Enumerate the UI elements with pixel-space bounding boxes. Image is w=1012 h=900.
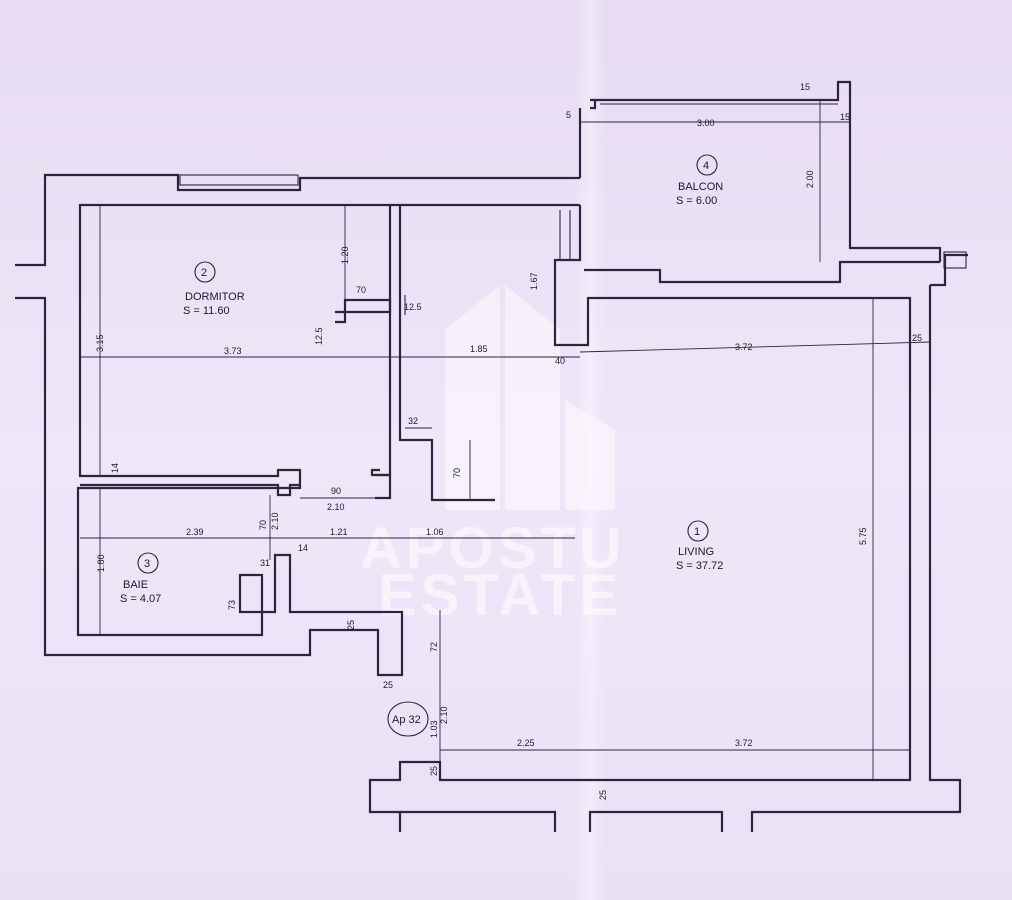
walls — [15, 80, 968, 832]
dim-baie-31: 31 — [260, 558, 270, 568]
dim-entry-72: 72 — [429, 642, 439, 652]
dim-entry-103: 1.03 — [429, 720, 439, 738]
dim-baie-73: 73 — [227, 600, 237, 610]
dim-entry-25-a: 25 — [346, 620, 356, 630]
dim-dormitor-upper: 1.20 — [340, 246, 350, 264]
watermark-building-icon — [445, 285, 615, 510]
dim-baie-height: 1.80 — [96, 554, 106, 572]
dim-balcon-width: 3.00 — [697, 118, 715, 128]
dim-entry-25-b: 25 — [383, 680, 393, 690]
dim-bottom-25-b: 25 — [598, 790, 608, 800]
dim-hall-offset: 40 — [555, 356, 565, 366]
apartment-label-text: Ap 32 — [392, 714, 421, 726]
room-number: 3 — [144, 558, 150, 570]
dim-door-width-90: 90 — [331, 486, 341, 496]
dimension-lines — [80, 100, 931, 780]
dim-balcon-depth: 2.00 — [805, 170, 815, 188]
watermark-line2: ESTATE — [378, 563, 622, 628]
room-number-circle — [137, 552, 159, 574]
dim-living-wall-right: 25 — [912, 333, 922, 343]
dim-partition-32: 32 — [408, 416, 418, 426]
room-area: S = 11.60 — [183, 305, 230, 317]
room-number: 4 — [703, 160, 709, 172]
dim-bottom-25-a: 25 — [429, 766, 439, 776]
apartment-label: Ap 32 — [387, 701, 429, 737]
room-baie: 3 BAIE S = 4.07 — [120, 552, 161, 605]
dim-niche-width: 70 — [356, 285, 366, 295]
dim-dormitor-height: 3.15 — [95, 334, 105, 352]
dim-hall-width: 1.85 — [470, 344, 488, 354]
room-balcon: 4 BALCON S = 6.00 — [676, 154, 723, 207]
watermark: APOSTU ESTATE — [360, 285, 626, 628]
dim-baie-width: 2.39 — [186, 527, 204, 537]
room-number-circle — [194, 261, 216, 283]
dim-living-width-top: 3.72 — [735, 342, 753, 352]
dimension-labels: 3.00 15 15 5 2.00 3.73 3.15 1.20 70 12.5… — [95, 82, 922, 800]
dim-wall-14-a: 14 — [110, 463, 120, 473]
dim-balcon-wall-right: 15 — [840, 112, 850, 122]
dim-corridor-121: 1.21 — [330, 527, 348, 537]
dim-corridor-106: 1.06 — [426, 527, 444, 537]
room-name: LIVING — [678, 546, 714, 558]
dim-niche-depth-b: 12.5 — [314, 327, 324, 345]
dim-dormitor-width: 3.73 — [224, 346, 242, 356]
room-number: 1 — [694, 526, 700, 538]
dim-baie-door-210: 2.10 — [270, 512, 280, 530]
room-number-circle — [696, 154, 718, 176]
room-area: S = 6.00 — [676, 195, 717, 207]
room-number: 2 — [201, 267, 207, 279]
dim-hall-upper: 1.67 — [529, 272, 539, 290]
dim-baie-door-70: 70 — [258, 520, 268, 530]
watermark-line1: APOSTU — [360, 516, 626, 581]
dim-balcon-wall-top: 15 — [800, 82, 810, 92]
dim-living-width-bottom: 3.72 — [735, 738, 753, 748]
room-living: 1 LIVING S = 37.72 — [676, 520, 723, 572]
dim-entry-210: 2.10 — [439, 706, 449, 724]
dim-door-height-210: 2.10 — [327, 502, 345, 512]
dim-balcon-wall-left: 5 — [566, 110, 571, 120]
room-name: BAIE — [123, 579, 148, 591]
dim-living-height: 5.75 — [858, 527, 868, 545]
room-dormitor: 2 DORMITOR S = 11.60 — [183, 261, 245, 317]
dim-hall-bottom-width: 2.25 — [517, 738, 535, 748]
room-area: S = 4.07 — [120, 593, 161, 605]
room-name: BALCON — [678, 181, 723, 193]
room-number-circle — [687, 520, 709, 542]
room-labels: 1 LIVING S = 37.72 2 DORMITOR S = 11.60 … — [120, 154, 723, 605]
dim-partition-70: 70 — [452, 468, 462, 478]
dim-niche-depth-a: 12.5 — [404, 302, 422, 312]
room-name: DORMITOR — [185, 291, 245, 303]
dim-wall-14-b: 14 — [298, 543, 308, 553]
room-area: S = 37.72 — [676, 560, 723, 572]
